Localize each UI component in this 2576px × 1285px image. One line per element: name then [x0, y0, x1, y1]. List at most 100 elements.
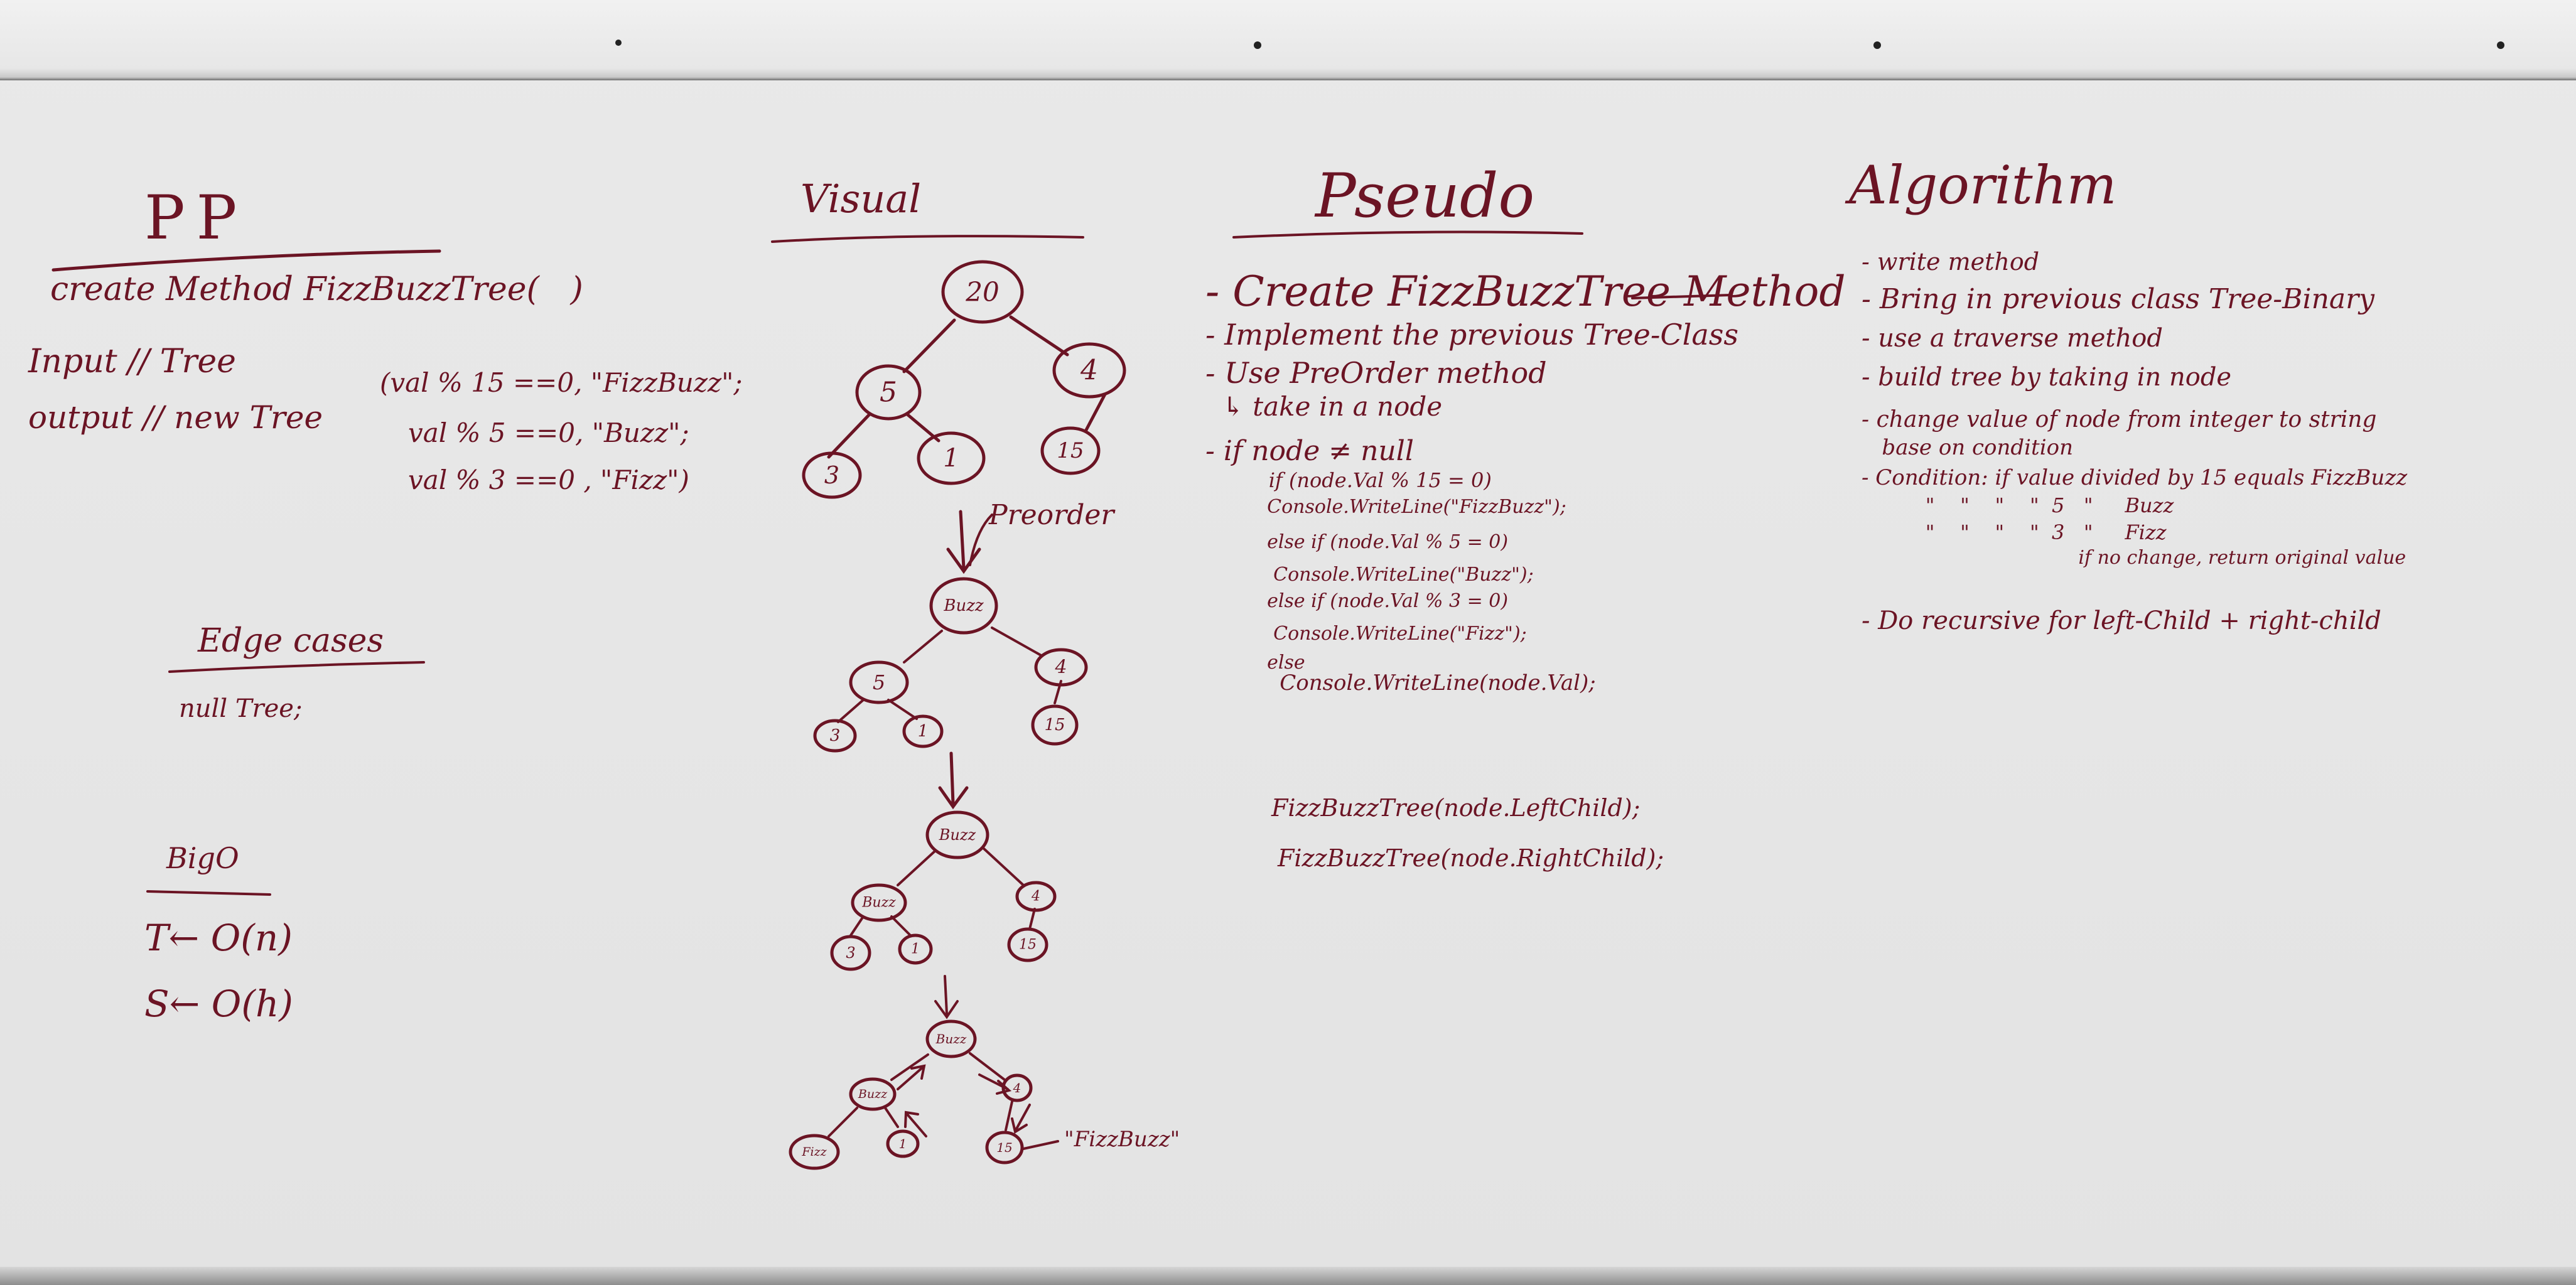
pp-underline: [51, 249, 441, 272]
tree3-node: [1007, 927, 1048, 962]
algorithm-line: - Bring in previous class Tree-Binary: [1862, 282, 2375, 315]
tree1-node: [1040, 426, 1101, 475]
algorithm-line: " " " " 5 " Buzz: [1862, 493, 2174, 518]
visual-underline: [771, 235, 1084, 243]
pseudo-line: if (node.Val % 15 = 0): [1243, 468, 1492, 492]
preorder-label: Preorder: [989, 499, 1114, 531]
tree-4: Buzz Buzz 4 Fizz 1 15: [789, 1019, 1059, 1170]
tree3-node: [851, 883, 907, 922]
tree1-node: [941, 260, 1024, 324]
algorithm-line: - write method: [1862, 248, 2040, 276]
result-pointer: [1022, 1140, 1059, 1150]
tree3-label: Buzz: [861, 895, 896, 911]
pseudo-line: else if (node.Val % 3 = 0): [1243, 590, 1509, 613]
down-arrow: [934, 975, 959, 1019]
tree2-node: [929, 577, 998, 635]
rail-dot: [1254, 41, 1261, 49]
method-underline: [1631, 294, 1731, 299]
tree4-node: [849, 1077, 897, 1111]
tree1-label: 5: [880, 377, 897, 409]
edge-underline: [168, 661, 425, 673]
preorder-pointer: [969, 513, 993, 566]
tree2-node: [1031, 704, 1079, 746]
whiteboard-top-rail: [0, 0, 2576, 80]
pseudo-line: Console.WriteLine("Fizz");: [1249, 623, 1527, 645]
tree2-node: [902, 714, 944, 748]
tree4-label: 15: [996, 1140, 1012, 1155]
pseudo-heading: Pseudo: [1315, 161, 1535, 231]
pp-output: output // new Tree: [28, 399, 323, 436]
space-complexity: S← O(h): [144, 982, 293, 1025]
tree2-label: 4: [1054, 657, 1067, 679]
algorithm-heading: Algorithm: [1849, 154, 2117, 216]
tree2-label: 1: [918, 722, 929, 741]
algorithm-line: if no change, return original value: [2018, 546, 2406, 569]
tree4-label: 4: [1013, 1080, 1021, 1095]
pseudo-line: ↳ take in a node: [1205, 390, 1443, 422]
edge-case-item: null Tree;: [179, 694, 303, 723]
down-arrow: [938, 751, 969, 810]
bigo-heading: BigO: [166, 841, 239, 875]
pseudo-line: Console.WriteLine("Buzz");: [1249, 564, 1534, 586]
tree3-label: 3: [846, 944, 855, 962]
tree3-label: Buzz: [939, 826, 976, 844]
rail-dot: [2497, 41, 2504, 49]
pseudo-underline: [1232, 230, 1583, 239]
algorithm-line: base on condition: [1862, 434, 2073, 460]
pp-condition: val % 3 ==0 , "Fizz"): [408, 465, 689, 495]
pseudo-lines: - Create FizzBuzzTree Method - Implement…: [1205, 267, 1846, 696]
pp-condition: (val % 15 ==0, "FizzBuzz";: [380, 367, 743, 398]
algorithm-line: - Condition: if value divided by 15 equa…: [1862, 465, 2408, 491]
pseudo-call-right: FizzBuzzTree(node.RightChild);: [1278, 844, 1664, 872]
time-complexity: T← O(n): [144, 917, 293, 959]
fizzbuzz-result-label: "FizzBuzz": [1064, 1127, 1180, 1152]
traverse-arrow: [1011, 1104, 1031, 1134]
tree-1: 20 5 4 3 1 15: [802, 260, 1126, 499]
algorithm-line: - build tree by taking in node: [1862, 363, 2232, 392]
pseudo-line: - Create FizzBuzzTree Method: [1205, 267, 1846, 316]
tree1-label: 15: [1057, 438, 1084, 463]
tree4-node: [925, 1019, 977, 1058]
algorithm-line: - change value of node from integer to s…: [1862, 407, 2377, 433]
pp-input: Input // Tree: [28, 343, 236, 380]
pseudo-line: Console.WriteLine("FizzBuzz");: [1243, 496, 1566, 519]
tree4-node: [985, 1131, 1024, 1164]
tree2-label: 3: [830, 726, 841, 745]
pp-condition: val % 5 ==0, "Buzz";: [408, 417, 689, 448]
rail-dot: [1873, 41, 1881, 49]
tree3-node: [925, 810, 989, 859]
down-arrow: [946, 510, 981, 574]
pseudo-line: else if (node.Val % 5 = 0): [1243, 531, 1509, 554]
tree4-label: Fizz: [801, 1145, 827, 1159]
pseudo-line: - if node ≠ null: [1205, 434, 1414, 467]
pseudo-line: - Use PreOrder method: [1205, 356, 1547, 390]
tree1-node: [802, 451, 862, 499]
tree2-node: [813, 719, 857, 753]
tree4-node: [1001, 1073, 1033, 1102]
tree1-label: 3: [824, 461, 839, 489]
tree3-node: [830, 935, 871, 971]
tree4-label: Buzz: [935, 1031, 967, 1046]
tree-3: Buzz Buzz 4 3 1 15: [830, 810, 1057, 971]
pseudo-line: - Implement the previous Tree-Class: [1205, 318, 1738, 352]
traverse-arrow: [904, 1110, 927, 1137]
tree3-node: [1015, 881, 1057, 912]
tree3-label: 1: [911, 942, 920, 957]
pseudo-call-left: FizzBuzzTree(node.LeftChild);: [1271, 794, 1641, 822]
edge-cases-heading: Edge cases: [198, 622, 384, 660]
tree4-label: Buzz: [858, 1087, 888, 1101]
algorithm-line: " " " " 3 " Fizz: [1862, 520, 2167, 544]
tree-2: Buzz 5 4 3 1 15: [813, 577, 1088, 753]
tree1-label: 1: [943, 444, 959, 473]
tree1-node: [1052, 342, 1126, 399]
algorithm-lines: - write method - Bring in previous class…: [1862, 248, 2407, 636]
tree2-label: 5: [873, 670, 885, 694]
tree2-label: 15: [1044, 716, 1065, 734]
algorithm-line: - use a traverse method: [1862, 324, 2163, 353]
tree2-label: Buzz: [943, 596, 984, 615]
algorithm-line: - Do recursive for left-Child + right-ch…: [1862, 606, 2381, 635]
pp-heading: PP: [144, 183, 249, 253]
whiteboard-bottom-edge: [0, 1267, 2576, 1285]
